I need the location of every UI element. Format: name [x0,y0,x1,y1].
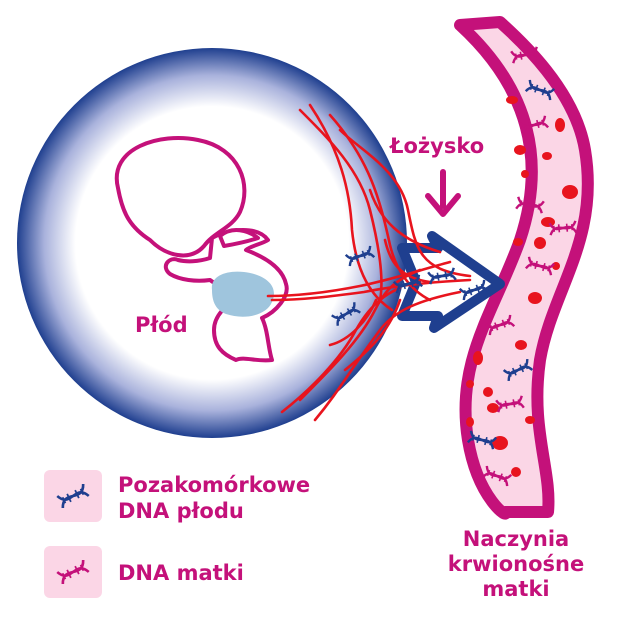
placenta-blob [211,271,274,317]
placenta-arrow-down-icon [425,169,461,217]
fetus [114,136,289,363]
legend-maternal-dna-label: DNA matki [118,561,244,585]
maternal-blood-vessel [454,16,594,520]
maternal-vessel-label: Naczynia krwionośne matki [447,527,585,602]
fetus-label: Płód [135,313,188,337]
placenta-label: Łożysko [390,134,485,158]
blood-vessels [266,103,472,422]
legend-fetal-dna-label: Pozakomórkowe DNA płodu [118,473,311,524]
